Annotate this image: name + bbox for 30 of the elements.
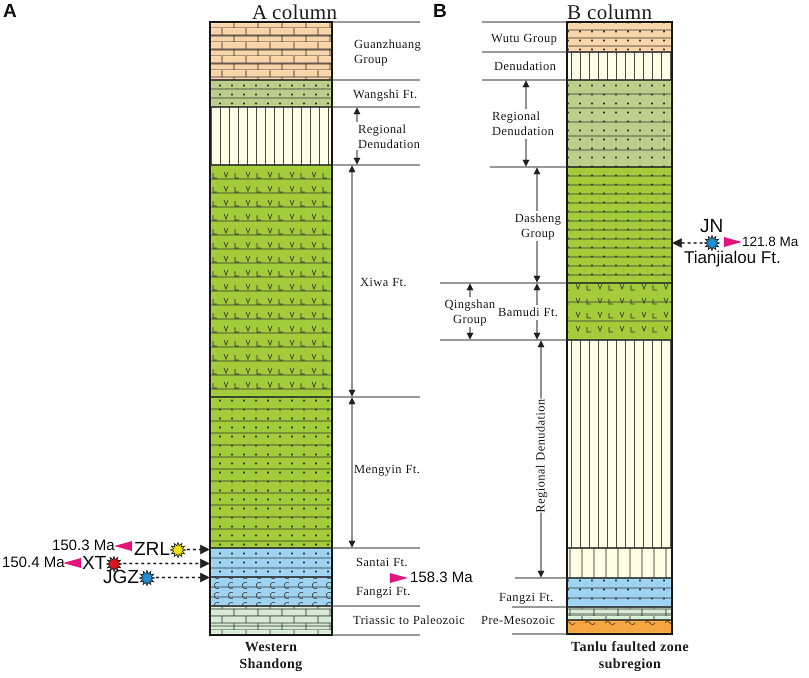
unit-label: Triassic to Paleozoic xyxy=(353,613,466,628)
age-label: 150.3 Ma xyxy=(52,538,115,554)
unit-label: Regional Denudation xyxy=(534,398,549,513)
dashed-arrow xyxy=(186,544,210,554)
column-title: B column xyxy=(567,1,652,23)
unit-label: Fangzi Ft. xyxy=(499,590,554,605)
unit-label: Santai Ft. xyxy=(356,555,408,570)
panel-letter: B xyxy=(433,2,447,22)
age-label: 158.3 Ma xyxy=(410,570,473,586)
dashed-arrow xyxy=(672,238,703,248)
unit-label: Wutu Group xyxy=(491,31,558,46)
column-title: A column xyxy=(252,1,338,23)
unit-label: Fangzi Ft. xyxy=(356,584,411,599)
unit-label: Mengyin Ft. xyxy=(354,462,420,477)
stratigraphic-column-drawing xyxy=(209,21,333,636)
sample-label: XT xyxy=(82,555,106,572)
sample-label: ZRL xyxy=(134,541,170,558)
sample-label: JGZ xyxy=(103,569,139,586)
dashed-arrow xyxy=(123,558,210,568)
unit-label: Bamudi Ft. xyxy=(498,305,558,320)
region-label: Western Shandong xyxy=(238,639,304,673)
formation-label: Tianjialou Ft. xyxy=(684,249,781,267)
dashed-arrow xyxy=(156,572,210,582)
region-label: Tanlu faulted zone subregion xyxy=(570,639,690,673)
unit-label: Wangshi Ft. xyxy=(353,87,418,102)
age-label: 150.4 Ma xyxy=(2,555,65,571)
stratigraphic-column-drawing xyxy=(566,21,673,635)
sample-label: JN xyxy=(700,218,724,235)
age-label: 121.8 Ma xyxy=(742,234,798,250)
panel-letter: A xyxy=(3,2,17,22)
